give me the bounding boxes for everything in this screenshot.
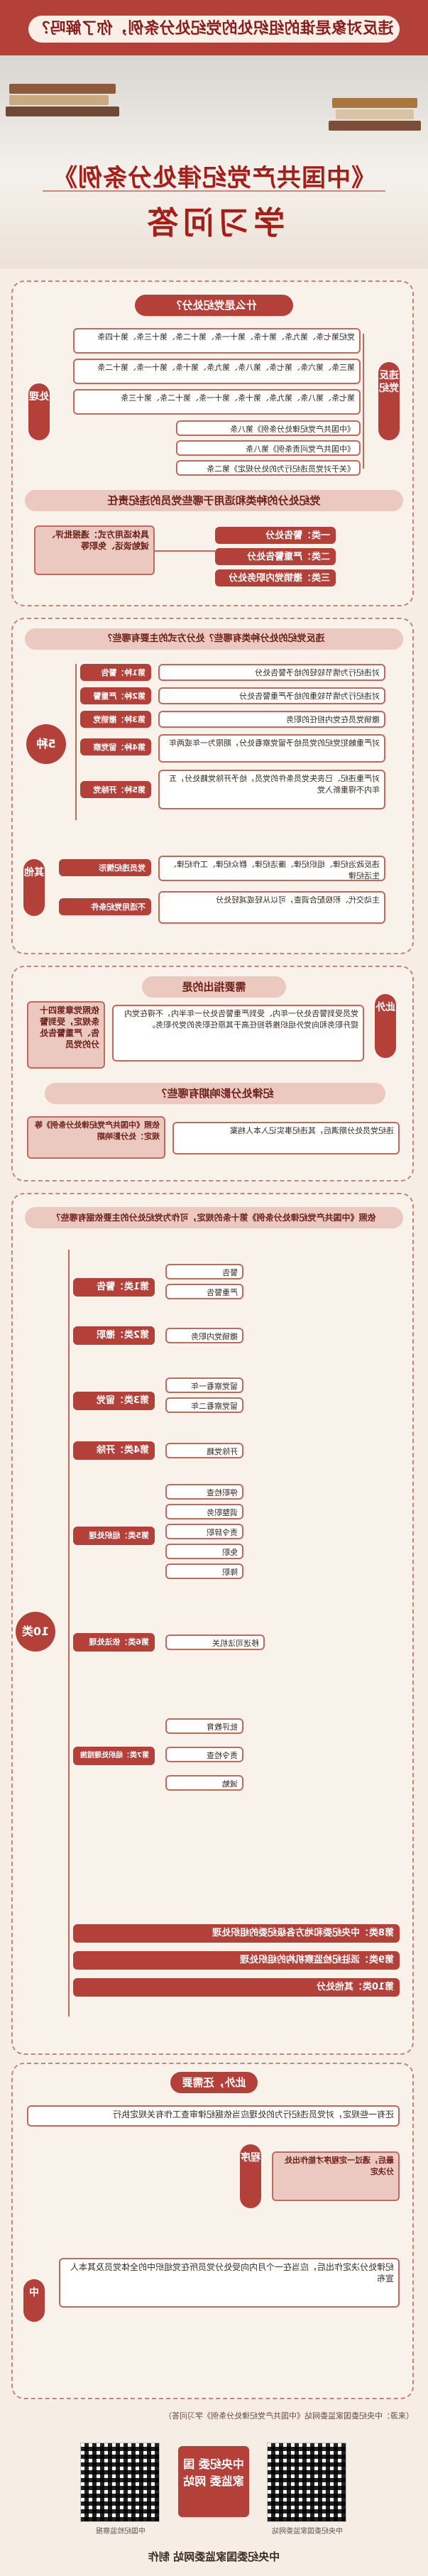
section-5-heading: 此外，还需要 bbox=[170, 2072, 258, 2093]
section-5-row: 还有一些规定，对党员违纪行为的处理应当依据纪律审查工作有关规定执行 bbox=[27, 2105, 400, 2127]
category-tag: 第5类：组织处理 bbox=[73, 1527, 155, 1545]
section-1-item: 三类：撤销党内职务处分 bbox=[215, 569, 336, 586]
section-1-heading: 什么是党纪处分？ bbox=[135, 295, 293, 316]
section-1-row: 《中国共产党问责条例》第八条 bbox=[176, 440, 361, 456]
connector bbox=[363, 334, 364, 469]
connector bbox=[68, 1250, 70, 2016]
category-item: 批评教育 bbox=[165, 1718, 243, 1734]
section-1-row: 《关于对党员违纪行为的处分规定》第二条 bbox=[176, 460, 361, 476]
section-2-text: 对严重触犯党纪的党员给予留党察看处分，期限为一年或两年 bbox=[158, 734, 385, 763]
category-tag: 第7类：组织处理措施 bbox=[73, 1747, 155, 1765]
section-2-tag: 第1种：警告 bbox=[80, 664, 151, 681]
section-1-right-tag: 处理 bbox=[28, 383, 50, 440]
category-tag: 第4类：开除 bbox=[73, 1441, 155, 1460]
category-tag: 第3类：留党 bbox=[73, 1392, 155, 1410]
category-item: 停职检查 bbox=[165, 1484, 243, 1500]
section-1-row: 党纪第七条、第九条、第十条、第十一条、第十二条、第十三条、第十四条 bbox=[73, 328, 361, 354]
category-item: 撤销党内职务 bbox=[165, 1328, 243, 1343]
book-illustration bbox=[329, 121, 421, 131]
section-1-subheading: 党纪处分的种类和适用于哪些党员的违纪责任 bbox=[25, 490, 403, 511]
book-illustration bbox=[6, 107, 119, 116]
section-3-subheading: 纪律处分影响期有哪些？ bbox=[45, 1083, 385, 1104]
category-tag: 第2类：撤职 bbox=[73, 1326, 155, 1345]
section-3-text: 党员受到警告处分一年内、受到严重警告处分一年半内，不得在党内提升职务和向党外组织… bbox=[112, 1005, 364, 1061]
section-3-left-box: 依照党章第四十条规定，受到警告、严重警告处分的党员 bbox=[27, 1001, 105, 1069]
category-tag: 第10类：其他处分 bbox=[73, 1978, 400, 1997]
qr-caption-right: 中国纪检监察报 bbox=[96, 2528, 146, 2536]
section-3-side-tag: 此外 bbox=[375, 994, 396, 1058]
category-tag: 第1类：警告 bbox=[73, 1278, 155, 1297]
section-2-text: 撤销党员在党内担任的职务 bbox=[158, 711, 385, 728]
section-4-circle: 10类 bbox=[16, 1612, 55, 1652]
site-logo: 中央纪委 国家监委 网站 bbox=[178, 2446, 249, 2517]
category-item: 严重警告 bbox=[165, 1284, 243, 1299]
hero-subtitle: 学习问答 bbox=[143, 205, 285, 241]
section-3-heading: 需要指出的是 bbox=[142, 976, 286, 998]
section-1-item: 二类：严重警告处分 bbox=[215, 548, 336, 565]
book-illustration bbox=[336, 109, 414, 119]
connector bbox=[75, 664, 77, 820]
credit-line: 中央纪委国家监委网站 制作 bbox=[148, 2550, 280, 2563]
section-2-circle: 5种 bbox=[26, 724, 66, 764]
section-5-row: 最后，通过一定程序才能作出处分决定 bbox=[272, 2151, 400, 2201]
category-tag: 第9类：派驻纪检监察机构的组织处理 bbox=[73, 1951, 400, 1970]
section-3-bottom-left: 依照《中国共产党纪律处分条例》等规定：处分影响期 bbox=[27, 1116, 165, 1159]
section-1-left-tag: 违反党纪 bbox=[378, 362, 400, 440]
section-1-center-label: 具体适用方式：通报批评、诫勉谈话、免职等 bbox=[34, 525, 155, 575]
category-item: 降职 bbox=[165, 1563, 243, 1579]
category-item: 移送司法机关 bbox=[165, 1634, 265, 1650]
category-tag: 第6类：依法处理 bbox=[73, 1633, 155, 1652]
section-5-left-tag: 程序 bbox=[240, 2144, 261, 2208]
qr-caption-left: 中央纪委国家监委网站 bbox=[272, 2528, 343, 2536]
book-illustration bbox=[9, 95, 109, 105]
top-title: 违反对象是谁的组织处的党纪处分条例，你了解吗？ bbox=[28, 16, 400, 43]
top-banner: 违反对象是谁的组织处的党纪处分条例，你了解吗？ bbox=[0, 0, 428, 55]
section-1-row: 《中国共产党纪律处分条例》第八条 bbox=[176, 420, 361, 436]
book-illustration bbox=[332, 98, 417, 108]
category-item: 留党察看二年 bbox=[165, 1397, 243, 1413]
section-2-tag: 第5种：开除党籍 bbox=[80, 781, 151, 798]
section-2-tag: 第4种：留党察看 bbox=[80, 738, 151, 755]
section-2-side-tag: 其他 bbox=[23, 859, 45, 916]
section-2-heading: 违反党纪的处分种类有哪些？处分方式的主要有哪些？ bbox=[25, 628, 403, 650]
section-3-bottom-right: 违纪党员处分期满后，其违纪事实记入本人档案 bbox=[172, 1122, 400, 1155]
section-1-row: 第七条、第八条、第九条、第十条、第十一条、第十二条、第十三条 bbox=[73, 389, 361, 415]
section-2-extra-text: 违反政治纪律、组织纪律、廉洁纪律、群众纪律、工作纪律、生活纪律 bbox=[158, 856, 385, 881]
section-2-extra-tag: 党员违纪情形 bbox=[59, 859, 151, 876]
section-5-mid-tag: 中 bbox=[23, 2279, 45, 2322]
section-2-text: 对违纪行为情节较重的给予严重警告处分 bbox=[158, 687, 385, 704]
category-item: 责令辞职 bbox=[165, 1524, 243, 1539]
category-tag: 第8类：中央纪委和地方各级纪委的组织处理 bbox=[73, 1924, 400, 1943]
section-2-tag: 第2种：严重警告 bbox=[80, 687, 151, 704]
section-2-extra-tag: 不适用党纪条件 bbox=[59, 898, 151, 915]
section-2-text: 对严重违纪、已丧失党员条件的党员，给予开除党籍处分，五年内不得重新入党 bbox=[158, 770, 385, 809]
section-2-extra-text: 主动交代、积极配合调查，可以从轻或减轻处分 bbox=[158, 891, 385, 924]
section-2-tag: 第3种：撤销党内职务 bbox=[80, 711, 151, 728]
category-item: 诫勉 bbox=[165, 1775, 243, 1791]
category-item: 警告 bbox=[165, 1264, 243, 1279]
source-note: （来源：中央纪委国家监委网站《中国共产党纪律处分条例》学习问答） bbox=[164, 2411, 414, 2421]
section-5-bottom: 纪律处分决定作出后，应当在一个月内向受处分党员所在党组织中的全体党员及其本人宣布 bbox=[59, 2258, 400, 2308]
book-illustration bbox=[9, 84, 116, 94]
section-2-text: 对违纪行为情节较轻的给予警告处分 bbox=[158, 664, 385, 681]
hero-image: 《中国共产党纪律处分条例》 学习问答 bbox=[0, 55, 428, 268]
category-item: 免职 bbox=[165, 1544, 243, 1559]
hero-title: 《中国共产党纪律处分条例》 bbox=[53, 164, 375, 192]
section-4-heading: 依照《中国共产党纪律处分条例》第十条的规定，可作为党纪处分的主要依据有哪些？ bbox=[25, 1207, 403, 1228]
qr-code-left[interactable] bbox=[267, 2443, 346, 2522]
category-item: 留党察看一年 bbox=[165, 1377, 243, 1393]
section-1-item: 一类：警告处分 bbox=[215, 527, 336, 544]
category-item: 开除党籍 bbox=[165, 1443, 243, 1458]
category-item: 责令检查 bbox=[165, 1747, 243, 1762]
category-item: 调整职务 bbox=[165, 1504, 243, 1519]
connector bbox=[155, 550, 215, 552]
section-1-row: 第三条、第六条、第七条、第八条、第九条、第十条、第十一条、第十二条 bbox=[73, 359, 361, 384]
qr-code-right[interactable] bbox=[80, 2443, 160, 2522]
